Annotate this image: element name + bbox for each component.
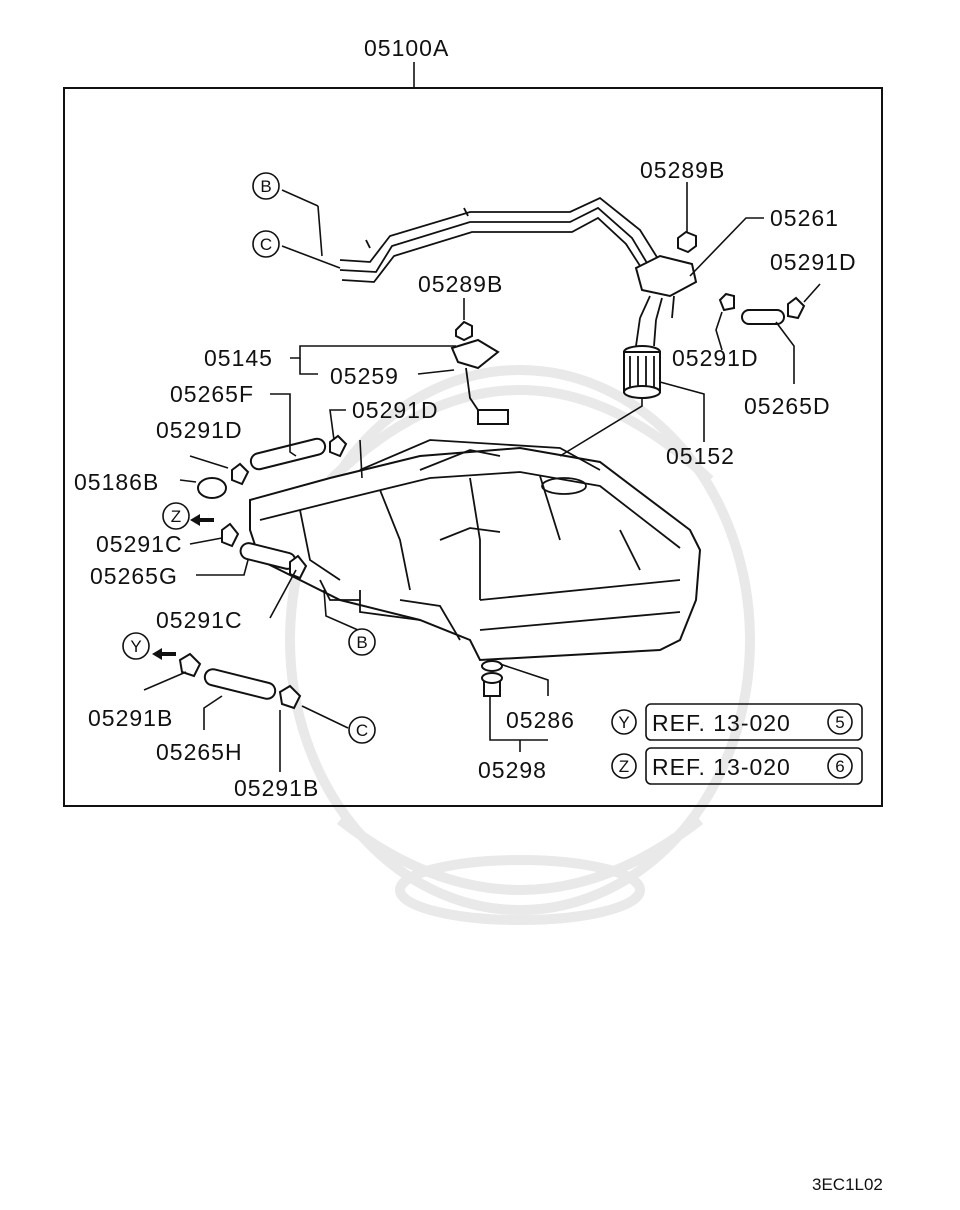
svg-text:B: B [260,177,271,196]
svg-text:C: C [260,235,272,254]
drain-plug [481,660,503,697]
part-label-05291c-lower: 05291C [156,607,243,633]
part-label-05152: 05152 [666,443,735,469]
nut-05289b-top [677,230,697,254]
part-label-05291d-midright: 05291D [672,345,759,371]
fuel-tank [249,439,702,662]
part-label-05291b-left: 05291B [88,705,173,731]
part-label-05289b-mid: 05289B [418,271,503,297]
part-label-05298: 05298 [478,757,547,783]
svg-text:6: 6 [835,757,844,776]
svg-text:Y: Y [130,637,141,656]
callout-c-bottom: C [348,716,376,744]
arrow-to-z [190,514,214,526]
svg-text:Z: Z [619,757,629,776]
fuel-pump-flange [634,254,698,347]
part-label-05291d-left: 05291D [156,417,243,443]
reference-z: Z REF. 13-020 6 [611,747,863,785]
hose-05265d-assembly [718,292,806,325]
fuel-line-pipes [339,196,661,283]
svg-text:Y: Y [618,713,629,732]
fuel-gauge-sender [450,320,509,425]
part-label-05291b-bottom: 05291B [234,775,319,801]
part-label-05265f: 05265F [170,381,254,407]
part-label-05186b: 05186B [74,469,159,495]
part-labels: 05100A 05289B 05261 05291D 05289B 05145 … [74,35,857,801]
svg-text:REF. 13-020: REF. 13-020 [652,754,791,780]
part-label-05265g: 05265G [90,563,178,589]
part-label-05145: 05145 [204,345,273,371]
reference-y: Y REF. 13-020 5 [611,703,863,741]
part-label-05265d: 05265D [744,393,831,419]
watermark-emblem [285,365,755,925]
arrow-to-y [152,648,176,660]
part-label-05265h: 05265H [156,739,243,765]
part-label-05286: 05286 [506,707,575,733]
fuel-filter [623,345,661,399]
callout-y-left: Y [122,632,150,660]
part-label-05291c-left: 05291C [96,531,183,557]
part-label-05291d-center: 05291D [352,397,439,423]
diagram-frame [63,87,883,807]
callout-b-top: B [252,172,280,200]
part-label-05259: 05259 [330,363,399,389]
svg-text:B: B [356,633,367,652]
assembly-label: 05100A [364,35,449,61]
callout-b-bottom: B [348,628,376,656]
callout-c-top: C [252,230,280,258]
callout-z-left: Z [162,502,190,530]
leader-lines [143,182,821,772]
part-label-05289b-top: 05289B [640,157,725,183]
part-label-05261: 05261 [770,205,839,231]
svg-text:Z: Z [171,507,181,526]
svg-text:C: C [356,721,368,740]
diagram-code: 3EC1L02 [812,1175,883,1194]
svg-text:REF. 13-020: REF. 13-020 [652,710,791,736]
left-hoses-and-clamps [178,434,348,710]
svg-text:5: 5 [835,713,844,732]
part-label-05291d-right: 05291D [770,249,857,275]
